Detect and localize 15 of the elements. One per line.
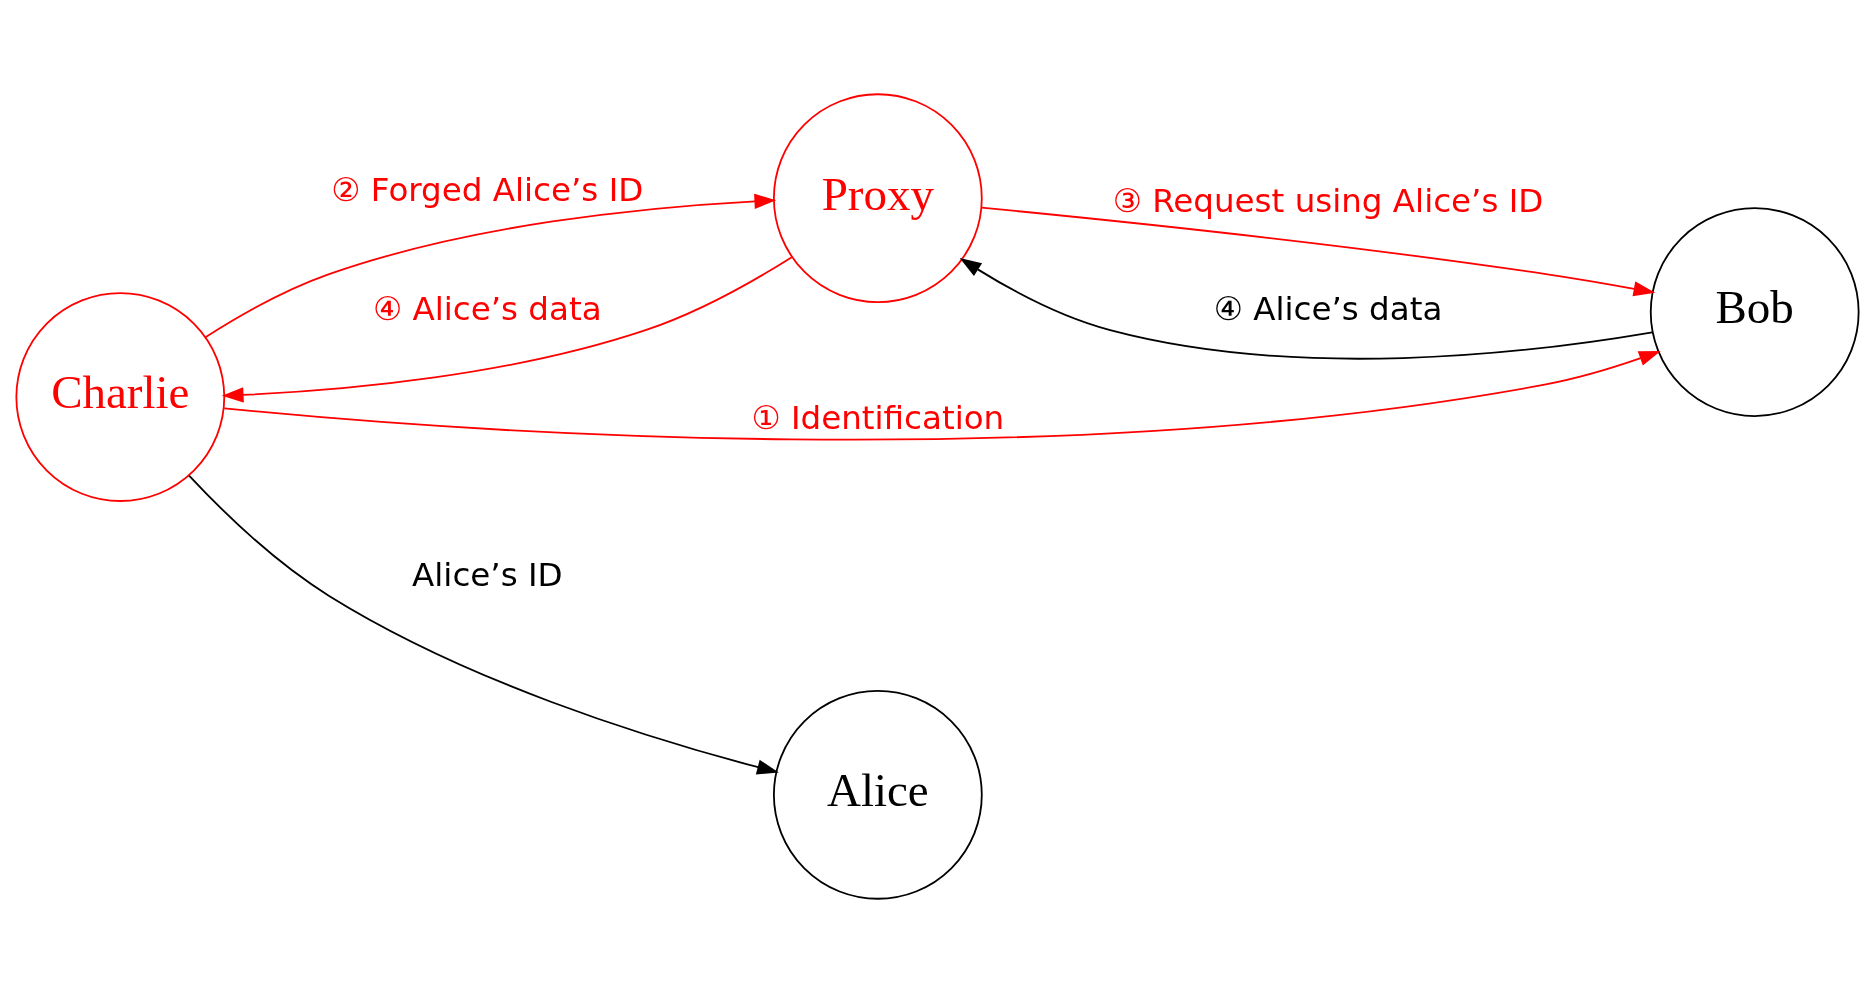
node-circle: Alice xyxy=(772,689,983,900)
arrow xyxy=(223,350,1661,440)
node-circle: Charlie xyxy=(15,291,226,502)
arrow xyxy=(204,193,777,338)
arrow xyxy=(980,206,1656,296)
edge-label: Alice’s ID xyxy=(412,555,563,594)
arrow xyxy=(959,257,1654,360)
arrow xyxy=(221,255,793,403)
arrow xyxy=(188,474,779,774)
edge-label: ① Identification xyxy=(751,398,1005,437)
edge-label: ③ Request using Alice’s ID xyxy=(1112,181,1544,220)
edge-label: ④ Alice’s data xyxy=(1213,289,1443,328)
edge-label: ② Forged Alice’s ID xyxy=(331,170,644,209)
node-circle: Bob xyxy=(1649,206,1860,417)
edge-label: ④ Alice’s data xyxy=(373,289,602,328)
